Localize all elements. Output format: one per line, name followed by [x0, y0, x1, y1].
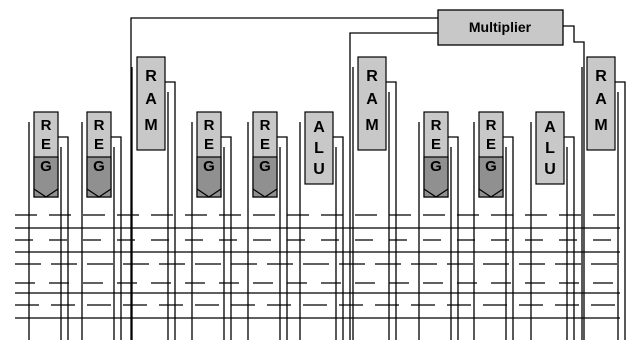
block-reg-8: REG [418, 111, 459, 340]
lead-out-2 [503, 136, 514, 340]
block-letter: A [313, 119, 325, 136]
block-letter: E [204, 136, 214, 153]
clock-triangle [423, 188, 449, 198]
clock-triangle [252, 188, 278, 198]
block-letter: R [366, 68, 378, 85]
multiplier-block: Multiplier [437, 9, 564, 46]
block-reg-5: REG [247, 111, 288, 340]
block-reg-4: REG [191, 111, 232, 340]
block-letter: M [144, 117, 157, 134]
lead-out-2 [386, 81, 397, 340]
block-letter: A [544, 119, 556, 136]
block-reg-1: REG [28, 111, 69, 340]
block-alu-6: ALU [299, 111, 344, 340]
block-ram-7: RAM [352, 56, 397, 340]
block-letter: E [41, 136, 51, 153]
lead-out-2 [165, 81, 176, 340]
block-letter: R [431, 117, 442, 134]
block-body [357, 56, 387, 151]
block-letter: A [595, 91, 607, 108]
block-letter: R [41, 117, 52, 134]
block-reg-2: REG [81, 111, 122, 340]
lead-out-2 [615, 81, 626, 340]
register-lower-section [86, 156, 112, 198]
register-lower-section [423, 156, 449, 198]
block-letter: G [203, 158, 215, 175]
block-letter: G [485, 158, 497, 175]
block-letter: E [94, 136, 104, 153]
block-alu-10: ALU [530, 111, 575, 340]
clock-triangle [196, 188, 222, 198]
block-letter: U [313, 161, 325, 178]
block-letter: G [40, 158, 52, 175]
routing-tracks [15, 214, 620, 319]
lead-out-2 [448, 136, 459, 340]
lead-out-2 [564, 136, 575, 340]
block-letter: E [260, 136, 270, 153]
lead-out-2 [58, 136, 69, 340]
block-letter: A [366, 91, 378, 108]
block-ram-3: RAM [131, 56, 176, 340]
lead-out-2 [277, 136, 288, 340]
block-body [535, 111, 565, 185]
block-letter: M [365, 117, 378, 134]
multiplier-label: Multiplier [469, 19, 532, 35]
block-letter: E [486, 136, 496, 153]
block-letter: R [595, 68, 607, 85]
block-letter: A [145, 91, 157, 108]
register-lower-section [196, 156, 222, 198]
block-letter: U [544, 161, 556, 178]
block-letter: L [545, 140, 555, 157]
block-letter: M [594, 117, 607, 134]
block-letter: R [486, 117, 497, 134]
block-letter: R [145, 68, 157, 85]
block-letter: G [430, 158, 442, 175]
block-letter: E [431, 136, 441, 153]
register-lower-section [252, 156, 278, 198]
block-letter: R [94, 117, 105, 134]
block-ram-11: RAM [581, 56, 626, 340]
block-body [304, 111, 334, 185]
block-letter: L [314, 140, 324, 157]
lead-out-2 [221, 136, 232, 340]
clock-triangle [33, 188, 59, 198]
block-letter: R [260, 117, 271, 134]
block-body [136, 56, 166, 151]
clock-triangle [478, 188, 504, 198]
multiplier-wires [130, 17, 585, 340]
lead-out-2 [111, 136, 122, 340]
block-reg-9: REG [473, 111, 514, 340]
block-body [586, 56, 616, 151]
block-letter: G [93, 158, 105, 175]
clock-triangle [86, 188, 112, 198]
lead-out-2 [333, 136, 344, 340]
register-lower-section [478, 156, 504, 198]
block-letter: R [204, 117, 215, 134]
block-letter: G [259, 158, 271, 175]
